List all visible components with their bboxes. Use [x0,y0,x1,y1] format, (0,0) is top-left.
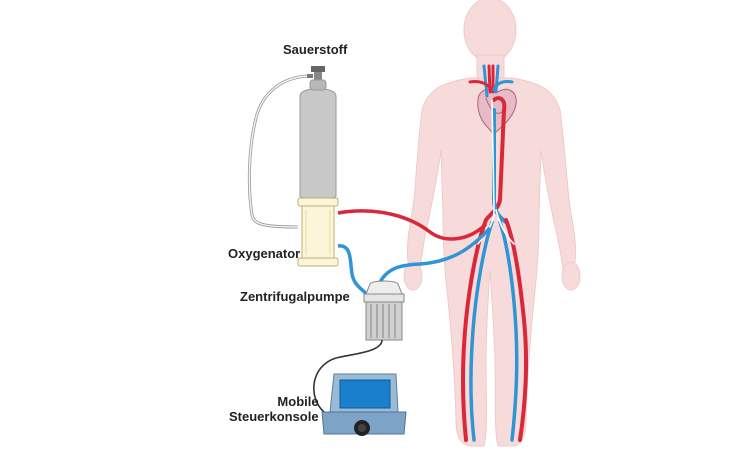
pump-to-oxygenator-line [337,244,368,296]
body-vessels [461,64,529,442]
human-body-silhouette [403,0,581,447]
console-label: Mobile Steuerkonsole [229,394,319,424]
oxygenator-device [297,197,339,267]
centrifugal-pump [363,280,405,341]
arterial-return-line [337,209,488,241]
venous-drainage-line [378,226,492,283]
oxygen-label: Sauerstoff [283,42,348,57]
mobile-control-console [321,373,407,436]
oxygenator-label: Oxygenator [228,246,301,261]
centrifugal-pump-label: Zentrifugalpumpe [240,289,350,304]
console-label-line2: Steuerkonsole [229,409,319,424]
console-label-line1: Mobile [277,394,319,409]
oxygen-cylinder [299,66,337,200]
